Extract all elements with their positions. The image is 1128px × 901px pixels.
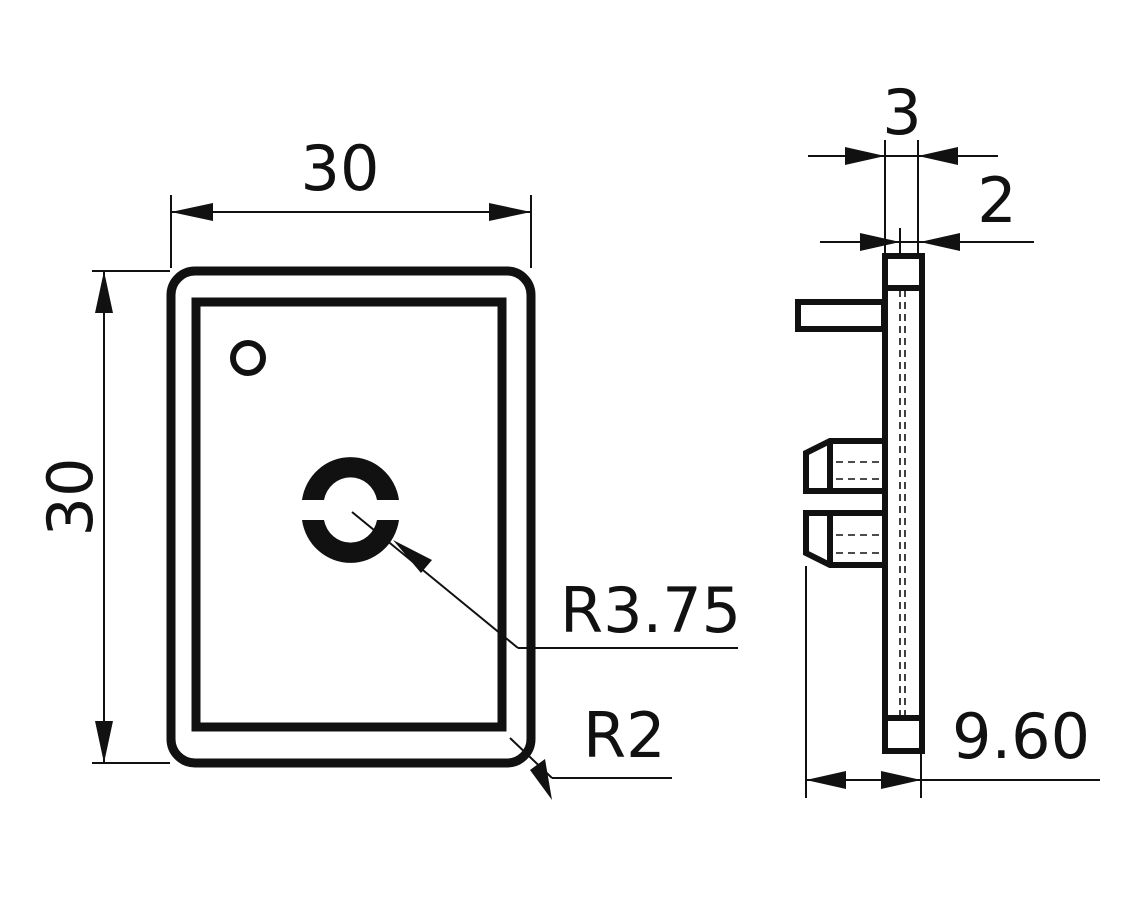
hole-radius-label: R3.75 bbox=[560, 574, 741, 647]
hole-radius-leader: R3.75 bbox=[351, 511, 741, 649]
width-label: 30 bbox=[301, 132, 380, 205]
upper-pin bbox=[795, 299, 887, 332]
plate-inner-outline bbox=[191, 297, 507, 732]
depth-label: 9.60 bbox=[952, 700, 1090, 773]
top-thickness-dimension: 3 bbox=[808, 76, 998, 254]
flange-thickness-dimension: 2 bbox=[820, 164, 1034, 254]
front-view: 30 30 R3.75 R2 bbox=[34, 132, 741, 800]
plate-outer-outline bbox=[166, 266, 536, 768]
center-split-ring bbox=[302, 457, 399, 563]
width-dimension: 30 bbox=[170, 132, 532, 268]
flange-thickness-label: 2 bbox=[977, 164, 1016, 237]
height-dimension: 30 bbox=[34, 270, 170, 764]
small-hole bbox=[230, 340, 266, 376]
corner-radius-label: R2 bbox=[583, 699, 666, 772]
side-view: 3 2 9.60 bbox=[795, 76, 1100, 798]
top-thickness-label: 3 bbox=[882, 76, 921, 149]
height-label: 30 bbox=[34, 458, 107, 537]
depth-dimension: 9.60 bbox=[805, 566, 1100, 798]
upper-clip-leg bbox=[803, 438, 884, 494]
flange-plate bbox=[882, 253, 925, 754]
corner-radius-leader: R2 bbox=[509, 699, 672, 800]
lower-clip-leg bbox=[803, 510, 884, 568]
